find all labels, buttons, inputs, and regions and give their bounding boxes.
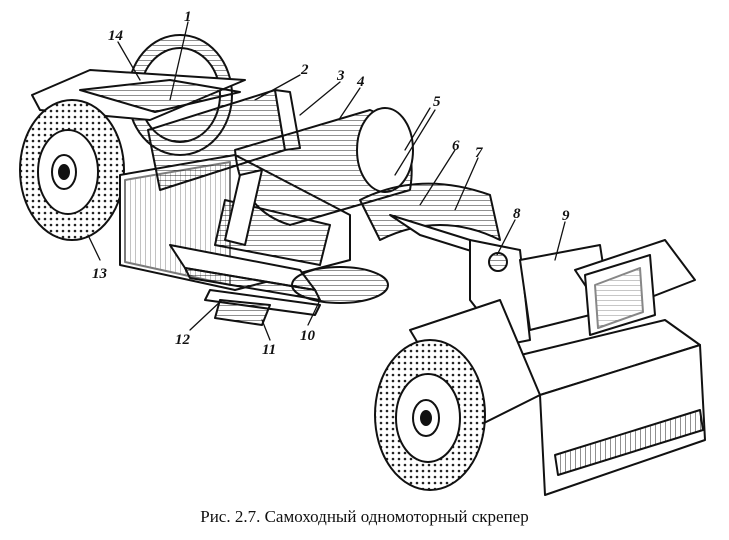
callout-9: 9: [562, 208, 570, 224]
callout-8: 8: [513, 206, 521, 222]
leader-lines: [87, 21, 566, 341]
callout-14: 14: [108, 28, 124, 44]
callout-4: 4: [356, 74, 365, 90]
front-wheel: [374, 339, 486, 491]
callout-7: 7: [475, 145, 483, 161]
callout-5: 5: [433, 94, 441, 110]
callout-3: 3: [336, 68, 345, 84]
scraper-drawing: 1 2 3 4 5 6 7 8 9 10 11 12 13 14: [19, 9, 706, 496]
callout-13: 13: [92, 266, 108, 282]
callout-6: 6: [452, 138, 460, 154]
figure-caption: Рис. 2.7. Самоходный одномоторный скрепе…: [200, 507, 529, 526]
callout-12: 12: [175, 332, 191, 348]
tractor-body: [409, 239, 706, 496]
callout-2: 2: [300, 62, 309, 78]
callout-10: 10: [300, 328, 316, 344]
callout-1: 1: [184, 9, 192, 25]
knife: [204, 266, 389, 326]
callout-11: 11: [262, 342, 276, 358]
rear-wheel: [19, 99, 125, 241]
apron-lever: [224, 169, 263, 246]
